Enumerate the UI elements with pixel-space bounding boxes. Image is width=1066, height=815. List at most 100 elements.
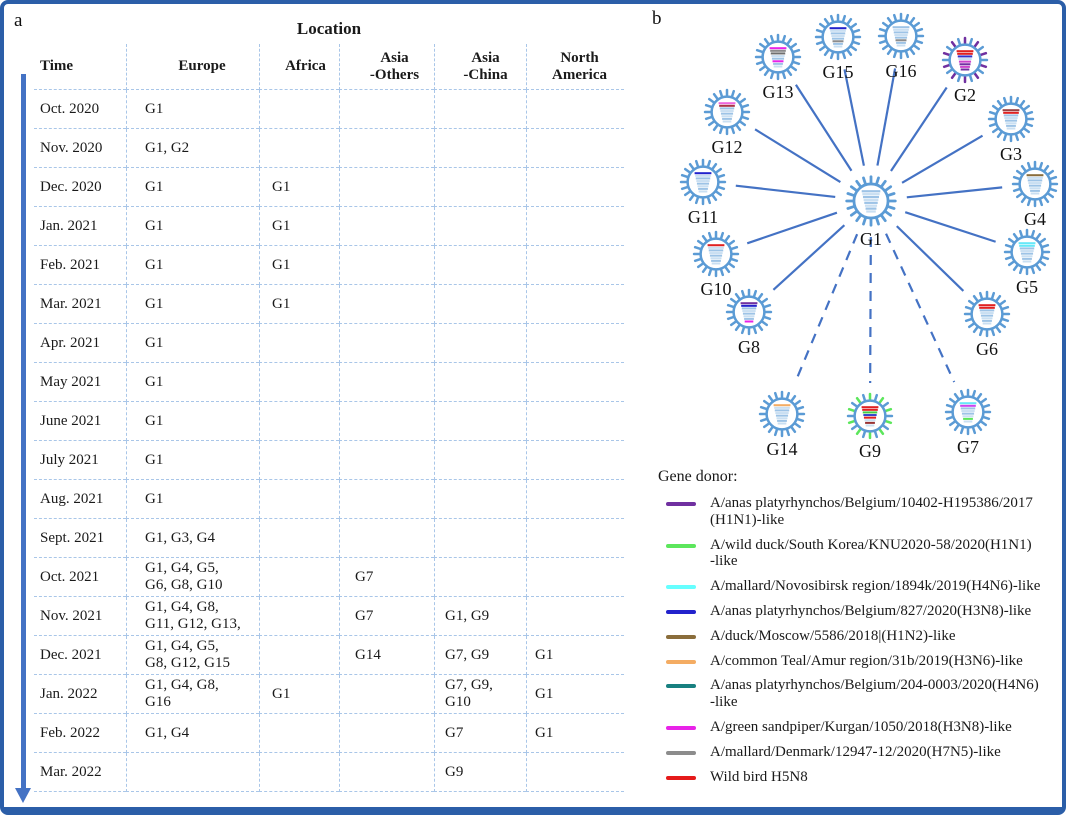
legend-item-3: A/anas platyrhynchos/Belgium/827/2020(H3… xyxy=(658,603,1062,620)
table-header-2: Africa xyxy=(259,44,339,90)
virus-particle-icon-G10 xyxy=(692,230,740,278)
virus-label-G8: G8 xyxy=(738,337,760,357)
table-cell-14-4: G7, G9 xyxy=(434,636,526,675)
table-cell-10-3 xyxy=(339,480,434,519)
legend-swatch-icon-6 xyxy=(666,684,696,689)
table-cell-4-0: Feb. 2021 xyxy=(34,246,126,285)
table-cell-5-3 xyxy=(339,285,434,324)
virus-label-G3: G3 xyxy=(1000,144,1022,164)
table-cell-3-1: G1 xyxy=(126,207,259,246)
link-G1-G15-solid xyxy=(843,69,865,166)
table-cell-4-1: G1 xyxy=(126,246,259,285)
virus-node-G9 xyxy=(842,388,898,449)
table-cell-9-3 xyxy=(339,441,434,480)
table-cell-10-5 xyxy=(526,480,624,519)
table-cell-2-5 xyxy=(526,168,624,207)
table-cell-6-3 xyxy=(339,324,434,363)
table-cell-12-3: G7 xyxy=(339,558,434,597)
virus-label-G16: G16 xyxy=(885,61,917,81)
virus-particle-icon-G3 xyxy=(987,95,1035,143)
table-cell-0-1: G1 xyxy=(126,90,259,129)
link-G1-G12-solid xyxy=(754,128,841,184)
virus-particle-icon-G7 xyxy=(944,388,992,436)
table-cell-14-2 xyxy=(259,636,339,675)
legend-item-2: A/mallard/Novosibirsk region/1894k/2019(… xyxy=(658,578,1062,595)
table-cell-4-5 xyxy=(526,246,624,285)
table-cell-11-2 xyxy=(259,519,339,558)
legend-item-7: A/green sandpiper/Kurgan/1050/2018(H3N8)… xyxy=(658,719,1062,736)
virus-particle-icon-G12 xyxy=(703,88,751,136)
legend-swatch-icon-4 xyxy=(666,634,696,639)
table-cell-8-5 xyxy=(526,402,624,441)
table-cell-13-5 xyxy=(526,597,624,636)
table-cell-7-4 xyxy=(434,363,526,402)
link-G1-G13-solid xyxy=(794,84,853,172)
table-cell-3-0: Jan. 2021 xyxy=(34,207,126,246)
link-G1-G10-solid xyxy=(746,211,838,245)
table-cell-9-1: G1 xyxy=(126,441,259,480)
table-cell-5-5 xyxy=(526,285,624,324)
legend-label-9: Wild bird H5N8 xyxy=(710,768,808,785)
table-title: Location xyxy=(296,19,362,38)
table-cell-1-0: Nov. 2020 xyxy=(34,129,126,168)
legend-label-0: A/anas platyrhynchos/Belgium/10402-H1953… xyxy=(710,495,1033,528)
table-cell-7-0: May 2021 xyxy=(34,363,126,402)
link-G1-G14-dashed xyxy=(793,233,859,384)
table-cell-12-4 xyxy=(434,558,526,597)
table-cell-11-0: Sept. 2021 xyxy=(34,519,126,558)
table-cell-17-1 xyxy=(126,753,259,792)
table-cell-5-2: G1 xyxy=(259,285,339,324)
virus-label-G10: G10 xyxy=(700,279,732,299)
table-cell-1-5 xyxy=(526,129,624,168)
virus-node-G2 xyxy=(937,32,993,93)
table-cell-16-3 xyxy=(339,714,434,753)
virus-particle-icon-G8 xyxy=(725,288,773,336)
table-cell-1-4 xyxy=(434,129,526,168)
virus-label-G11: G11 xyxy=(687,207,719,227)
table-cell-5-0: Mar. 2021 xyxy=(34,285,126,324)
table-cell-4-2: G1 xyxy=(259,246,339,285)
virus-node-G5 xyxy=(999,224,1055,285)
table-cell-15-2: G1 xyxy=(259,675,339,714)
table-cell-15-1: G1, G4, G8, G16 xyxy=(126,675,259,714)
legend-swatch-icon-1 xyxy=(666,543,696,548)
legend-swatch-icon-0 xyxy=(666,502,696,506)
link-G1-G4-solid xyxy=(906,186,1003,199)
virus-label-G4: G4 xyxy=(1024,209,1046,229)
virus-particle-icon-G14 xyxy=(758,390,806,438)
table-cell-8-3 xyxy=(339,402,434,441)
table-cell-15-3 xyxy=(339,675,434,714)
table-cell-0-2 xyxy=(259,90,339,129)
table-header-4: Asia -China xyxy=(434,44,526,90)
table-cell-16-1: G1, G4 xyxy=(126,714,259,753)
table-cell-2-1: G1 xyxy=(126,168,259,207)
virus-particle-icon-G13 xyxy=(754,33,802,81)
virus-label-G15: G15 xyxy=(822,62,854,82)
table-header-1: Europe xyxy=(126,44,259,90)
table-cell-2-2: G1 xyxy=(259,168,339,207)
table-cell-15-0: Jan. 2022 xyxy=(34,675,126,714)
table-cell-1-3 xyxy=(339,129,434,168)
legend-label-2: A/mallard/Novosibirsk region/1894k/2019(… xyxy=(710,578,1041,595)
table-cell-16-0: Feb. 2022 xyxy=(34,714,126,753)
table-cell-12-1: G1, G4, G5, G6, G8, G10 xyxy=(126,558,259,597)
virus-particle-icon-G15 xyxy=(814,13,862,61)
legend-swatch-icon-9 xyxy=(666,775,696,780)
table-cell-6-1: G1 xyxy=(126,324,259,363)
table-cell-17-3 xyxy=(339,753,434,792)
table-cell-11-3 xyxy=(339,519,434,558)
table-cell-17-4: G9 xyxy=(434,753,526,792)
table-cell-17-0: Mar. 2022 xyxy=(34,753,126,792)
legend-item-6: A/anas platyrhynchos/Belgium/204-0003/20… xyxy=(658,677,1062,711)
table-cell-2-3 xyxy=(339,168,434,207)
table-cell-16-2 xyxy=(259,714,339,753)
table-cell-8-2 xyxy=(259,402,339,441)
virus-node-G8 xyxy=(721,284,777,345)
table-cell-13-2 xyxy=(259,597,339,636)
virus-particle-icon-G4 xyxy=(1011,160,1059,208)
table-cell-7-5 xyxy=(526,363,624,402)
legend-label-8: A/mallard/Denmark/12947-12/2020(H7N5)-li… xyxy=(710,743,1001,760)
table-header-3: Asia -Others xyxy=(339,44,434,90)
